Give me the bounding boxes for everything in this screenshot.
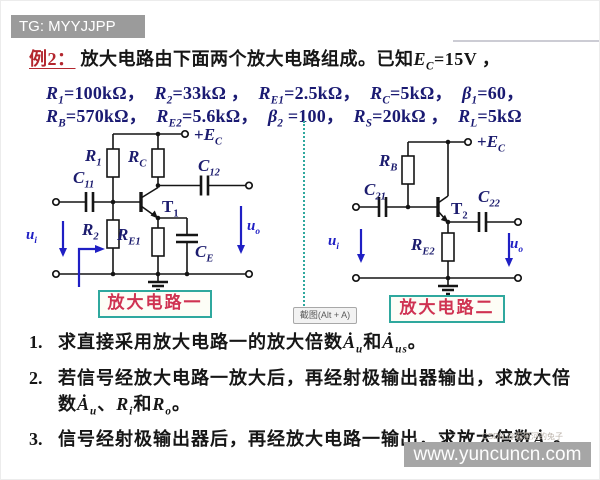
capacitor-c22 xyxy=(448,212,523,232)
label-ui-two: ui xyxy=(328,233,339,252)
csdn-watermark: CSDN @看星河的兔子 xyxy=(482,432,564,441)
given-values-line-1: R1=100kΩ， R2=33kΩ ， RE1=2.5kΩ， RC=5kΩ， β… xyxy=(46,83,525,107)
resistor-r1 xyxy=(106,134,120,202)
label-c12: C12 xyxy=(198,156,220,179)
input-voltage-arrow xyxy=(357,229,365,263)
question-2: 2.若信号经放大电路一放大后，再经射极输出器输出，求放大倍数Ȧu、Ri和Ro。 xyxy=(29,367,571,418)
resistor-rb xyxy=(401,142,415,210)
supply-rail xyxy=(408,137,473,147)
resistor-r2 xyxy=(106,202,120,274)
ground-rail xyxy=(51,269,254,279)
label-uo-one: uo xyxy=(247,218,260,237)
circuit-one-diagram xyxy=(51,129,254,292)
slide-edge-line xyxy=(453,40,599,42)
label-plus-ec-two: +EC xyxy=(477,132,506,155)
label-re2: RE2 xyxy=(411,235,435,258)
ground-symbol xyxy=(438,278,458,296)
label-t2: T2 xyxy=(451,199,468,222)
capacitor-c21 xyxy=(351,197,437,217)
ground-symbol xyxy=(148,274,168,292)
problem-title: 例2： 放大电路由下面两个放大电路组成。已知EC=15V ， xyxy=(29,49,501,73)
capacitor-c11 xyxy=(51,192,140,212)
output-voltage-arrow xyxy=(237,206,245,254)
resistor-re1 xyxy=(151,218,165,274)
label-uo-two: uo xyxy=(510,236,523,255)
signal-flow-arrow xyxy=(77,245,105,287)
label-ce: CE xyxy=(195,242,214,265)
circuit-two-diagram xyxy=(351,137,523,296)
label-rc: RC xyxy=(128,147,147,170)
ground-rail xyxy=(351,273,523,283)
label-c11: C11 xyxy=(73,168,95,191)
output-voltage-arrow xyxy=(505,233,513,267)
question-list: 1.求直接采用放大电路一的放大倍数Ȧu和Ȧus。 2.若信号经放大电路一放大后，… xyxy=(29,329,587,462)
input-voltage-arrow xyxy=(59,221,67,257)
tg-watermark-bar: TG: MYYJJPP xyxy=(11,15,145,38)
label-t1: T1 xyxy=(162,197,179,220)
circuit-one-name-box: 放大电路一 xyxy=(98,290,212,318)
label-re1: RE1 xyxy=(117,225,141,248)
resistor-re2 xyxy=(441,222,455,278)
label-r1: R1 xyxy=(85,146,102,169)
resistor-rc xyxy=(151,134,165,186)
label-rb: RB xyxy=(379,151,398,174)
transistor-t1 xyxy=(139,183,161,221)
dotted-divider xyxy=(303,121,305,313)
circuit-two-name-box: 放大电路二 xyxy=(389,295,505,323)
transistor-t2 xyxy=(436,142,451,225)
label-c22: C22 xyxy=(478,187,500,210)
capacitor-c12 xyxy=(158,175,254,196)
label-r2: R2 xyxy=(82,220,99,243)
site-watermark-bar: www.yuncuncn.com xyxy=(404,442,591,467)
label-plus-ec-one: +EC xyxy=(194,125,223,148)
label-c21: C21 xyxy=(364,180,386,203)
supply-rail xyxy=(113,129,190,139)
screenshot-hint-chip[interactable]: 截图(Alt + A) xyxy=(293,307,357,324)
question-1: 1.求直接采用放大电路一的放大倍数Ȧu和Ȧus。 xyxy=(29,332,427,356)
label-ui-one: ui xyxy=(26,227,37,246)
capacitor-ce xyxy=(158,217,198,274)
given-values-line-2: RB=570kΩ， RE2=5.6kΩ， β2 =100， RS=20kΩ ， … xyxy=(46,106,522,130)
